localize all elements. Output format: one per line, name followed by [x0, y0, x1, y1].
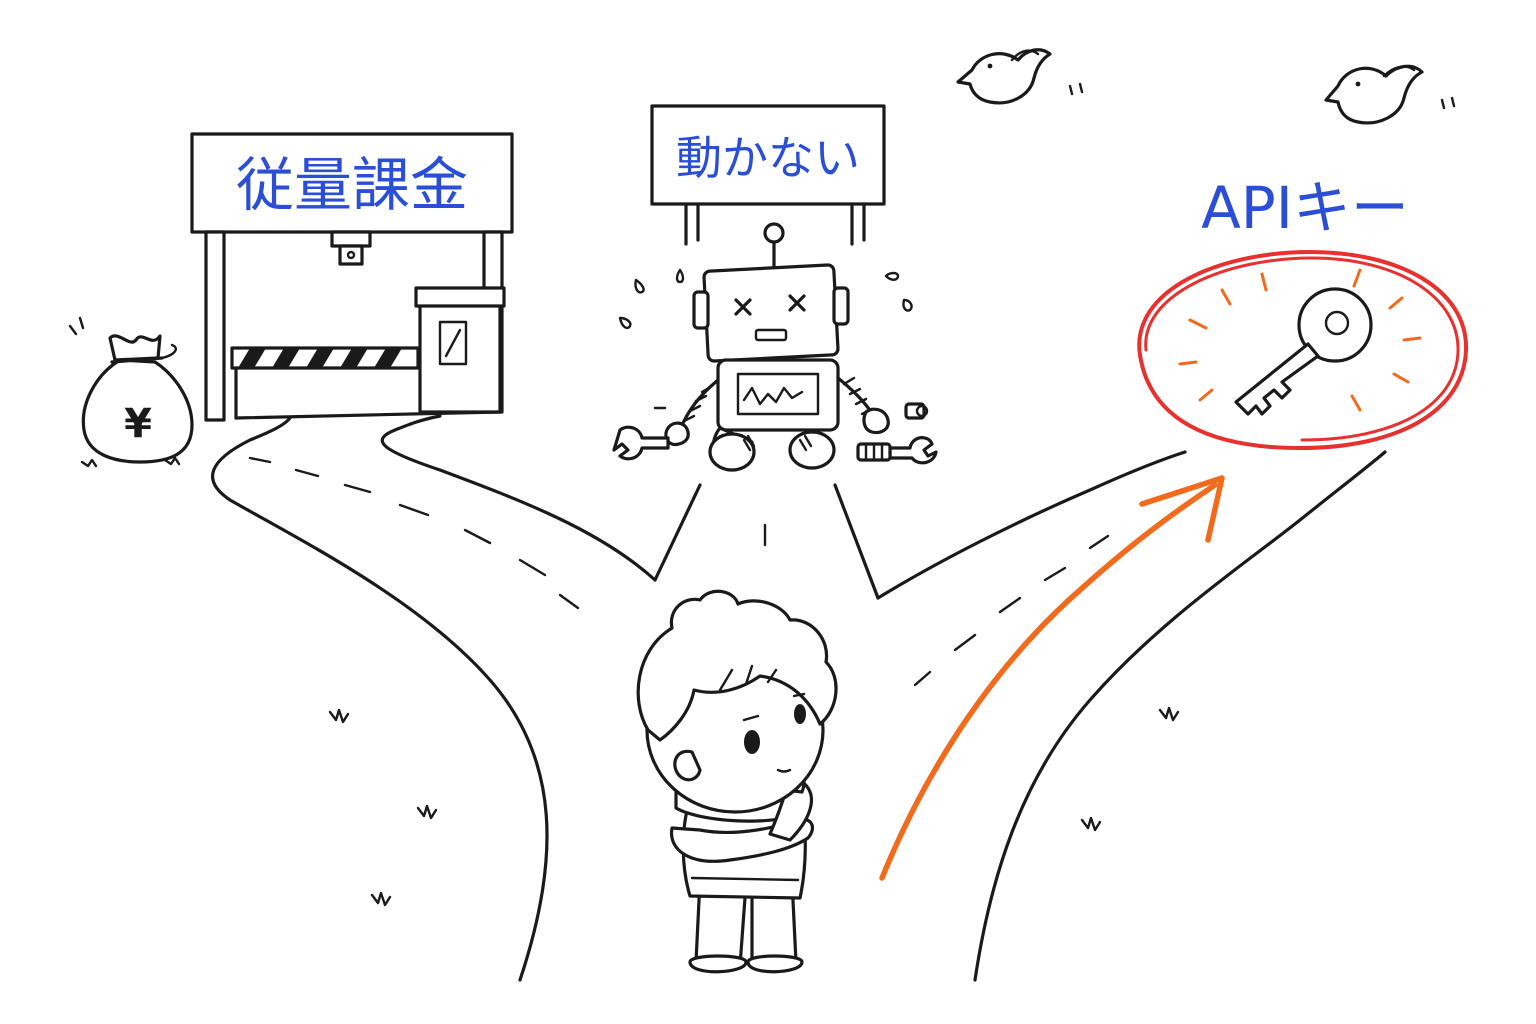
api-key-label: APIキー [1201, 174, 1409, 242]
arrow-icon [879, 475, 1225, 881]
currency-symbol: ¥ [124, 401, 152, 447]
highlight-circle [1137, 249, 1469, 451]
not-working-sign: 動かない [650, 104, 886, 246]
broken-robot-icon [618, 222, 913, 472]
barrier-stripes [238, 348, 402, 368]
api-key-area: APIキー [879, 174, 1469, 881]
money-bag-icon: ¥ [68, 316, 194, 464]
grass-tufts [80, 456, 1180, 907]
toll-gate-icon: 従量課金 [190, 132, 514, 422]
wrench-icon [612, 425, 938, 465]
sparkle-rays [1178, 268, 1422, 412]
bolt-icon [653, 402, 929, 462]
pay-per-use-label: 従量課金 [236, 151, 468, 219]
bird-icon [1324, 64, 1456, 125]
boy-thinking-icon [636, 589, 838, 974]
bird-icon [956, 48, 1084, 105]
not-working-label: 動かない [676, 131, 860, 185]
key-icon [1234, 287, 1373, 416]
road-network [211, 414, 1387, 982]
camera-icon [330, 230, 372, 266]
road-dashes [248, 456, 1110, 687]
